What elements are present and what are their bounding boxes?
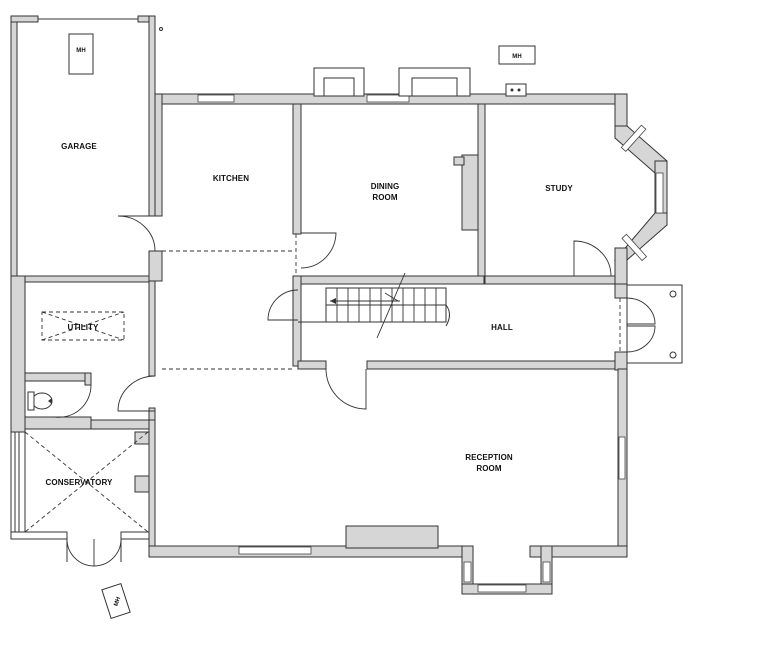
utility-walls bbox=[10, 275, 156, 433]
utility-door bbox=[117, 375, 156, 412]
north-marker bbox=[159, 27, 163, 31]
manhole-garage-label: MH bbox=[76, 48, 86, 54]
conservatory-label: CONSERVATORY bbox=[46, 478, 114, 487]
conservatory-walls bbox=[10, 419, 156, 558]
dining-door bbox=[300, 232, 337, 269]
reception-hall-door bbox=[325, 368, 367, 410]
hall-label: HALL bbox=[491, 323, 513, 332]
study-door bbox=[573, 240, 612, 277]
dining-room-label-line2: ROOM bbox=[372, 193, 398, 202]
hall-walls bbox=[292, 275, 628, 371]
garage-label: GARAGE bbox=[61, 142, 97, 151]
kitchen-label: KITCHEN bbox=[213, 174, 249, 183]
utility-worktop bbox=[41, 311, 125, 341]
north-wall bbox=[154, 67, 626, 105]
front-porch bbox=[626, 284, 683, 364]
kitchen-walls bbox=[148, 93, 302, 282]
manhole-bottom bbox=[101, 583, 131, 619]
reception-walls bbox=[148, 368, 628, 595]
manhole-top bbox=[498, 45, 536, 65]
wc-toilet bbox=[27, 391, 53, 411]
manhole-bottom-label: MH bbox=[113, 596, 122, 607]
reception-room-label-line1: RECEPTION bbox=[465, 453, 513, 462]
dining-walls bbox=[300, 103, 486, 285]
garage-walls bbox=[10, 15, 156, 283]
kitchen-door bbox=[117, 215, 156, 252]
hall-cupboard-door bbox=[267, 289, 299, 321]
utility-label: UTILITY bbox=[68, 323, 99, 332]
staircase bbox=[298, 272, 450, 339]
manhole-top-label: MH bbox=[512, 54, 522, 60]
conservatory-doors bbox=[66, 538, 122, 567]
wc-door bbox=[54, 384, 92, 418]
study-walls bbox=[484, 93, 668, 291]
dining-room-label-line1: DINING bbox=[371, 182, 400, 191]
study-label: STUDY bbox=[545, 184, 573, 193]
reception-room-label-line2: ROOM bbox=[476, 464, 502, 473]
manhole-garage bbox=[68, 33, 94, 75]
